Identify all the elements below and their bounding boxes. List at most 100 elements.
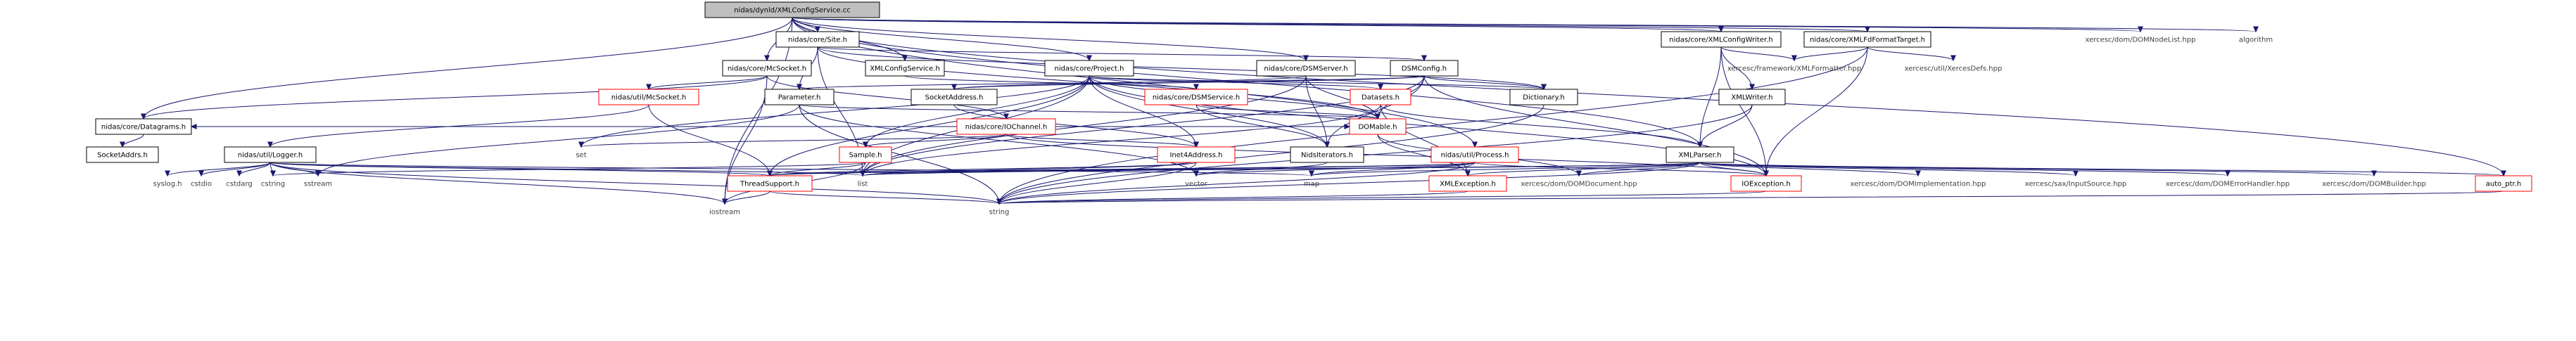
edge-logger-to-syslog — [165, 162, 271, 177]
node-xmlconfigservice[interactable]: XMLConfigService.h — [865, 60, 945, 77]
node-utilmcsocket[interactable]: nidas/util/McSocket.h — [598, 89, 699, 105]
node-label-root: nidas/dynld/XMLConfigService.cc — [734, 7, 851, 15]
node-sample[interactable]: Sample.h — [839, 146, 892, 163]
node-label-domable: DOMable.h — [1358, 124, 1397, 131]
node-label-vector: vector — [1185, 181, 1208, 188]
node-label-dombuilder: xercesc/dom/DOMBuilder.hpp — [2322, 181, 2426, 188]
node-label-ioexception: IOException.h — [1741, 181, 1791, 188]
node-socketaddrs[interactable]: SocketAddrs.h — [86, 146, 159, 163]
node-coredsmservice[interactable]: nidas/core/DSMService.h — [1144, 89, 1248, 105]
node-cstdarg: cstdarg — [226, 181, 252, 188]
node-label-xercesdefs: xercesc/util/XercesDefs.hpp — [1905, 65, 2003, 73]
node-datasets[interactable]: Datasets.h — [1350, 89, 1411, 105]
edge-root-to-algorithm — [792, 17, 2259, 33]
node-label-algorithm: algorithm — [2239, 37, 2273, 44]
graph-nodes: nidas/dynld/XMLConfigService.cc nidas/cor… — [86, 1, 2532, 217]
node-project[interactable]: nidas/core/Project.h — [1044, 60, 1134, 77]
edge-datagrams-to-socketaddrs — [120, 134, 144, 148]
node-parameter[interactable]: Parameter.h — [764, 89, 835, 105]
node-label-process: nidas/util/Process.h — [1441, 152, 1509, 160]
node-iochannel[interactable]: nidas/core/IOChannel.h — [956, 118, 1056, 135]
edge-logger-to-threadsupport — [269, 162, 773, 177]
node-label-xmlexception: XMLException.h — [1440, 181, 1496, 188]
node-label-iostream: iostream — [709, 209, 740, 217]
node-xmlparser[interactable]: XMLParser.h — [1665, 146, 1734, 163]
node-nidsiterators[interactable]: NidsIterators.h — [1290, 146, 1364, 163]
node-xmlconfigwriter[interactable]: nidas/core/XMLConfigWriter.h — [1661, 31, 1782, 48]
node-vector: vector — [1185, 181, 1208, 188]
node-cstdio: cstdio — [191, 181, 212, 188]
node-xercesdefs: xercesc/util/XercesDefs.hpp — [1905, 65, 2003, 73]
edge-xmlparser-to-domdocument — [1576, 162, 1701, 177]
node-label-threadsupport: ThreadSupport.h — [740, 181, 799, 188]
node-datagrams[interactable]: nidas/core/Datagrams.h — [95, 118, 192, 135]
node-xmlexception[interactable]: XMLException.h — [1428, 175, 1507, 192]
node-xmlwriter[interactable]: XMLWriter.h — [1718, 89, 1786, 105]
node-label-datagrams: nidas/core/Datagrams.h — [101, 124, 186, 131]
node-threadsupport[interactable]: ThreadSupport.h — [727, 175, 813, 192]
edge-project-to-datasets — [1089, 75, 1383, 91]
graph-edges — [120, 17, 2506, 205]
node-label-socketaddrs: SocketAddrs.h — [97, 152, 148, 160]
node-label-string: string — [989, 209, 1010, 217]
node-iostream: iostream — [709, 209, 740, 217]
edge-xmlparser-to-ioexception — [1699, 162, 1769, 177]
node-label-set: set — [576, 152, 586, 160]
node-label-project: nidas/core/Project.h — [1055, 65, 1124, 73]
node-inputsource: xercesc/sax/InputSource.hpp — [2025, 181, 2126, 188]
node-sstream: sstream — [304, 181, 332, 188]
node-label-socketaddress: SocketAddress.h — [925, 94, 984, 102]
edge-xmlconfigwriter-to-xmlformatter — [1720, 46, 1797, 62]
node-label-domerrorhandler: xercesc/dom/DOMErrorHandler.hpp — [2166, 181, 2290, 188]
node-label-sstream: sstream — [304, 181, 332, 188]
node-cstring: cstring — [261, 181, 285, 188]
node-list: list — [858, 181, 868, 188]
edge-ioexception-to-string — [996, 191, 1767, 205]
edge-iochannel-to-domable — [1055, 124, 1351, 129]
node-syslog: syslog.h — [153, 181, 182, 188]
edge-iochannel-to-sample — [863, 134, 1007, 148]
node-dsmconfig[interactable]: DSMConfig.h — [1390, 60, 1459, 77]
node-label-cstdarg: cstdarg — [226, 181, 252, 188]
node-domable[interactable]: DOMable.h — [1349, 118, 1407, 135]
node-autoptr[interactable]: auto_ptr.h — [2475, 175, 2532, 192]
node-logger[interactable]: nidas/util/Logger.h — [224, 146, 317, 163]
edge-xmlparser-to-autoptr — [1699, 162, 2506, 177]
node-domdocument: xercesc/dom/DOMDocument.hpp — [1521, 181, 1637, 188]
edge-dsmconfig-to-dictionary — [1423, 75, 1547, 91]
node-inet4address[interactable]: Inet4Address.h — [1157, 146, 1236, 163]
node-label-domimplementation: xercesc/dom/DOMImplementation.hpp — [1851, 181, 1986, 188]
node-xmlfdformattarget[interactable]: nidas/core/XMLFdFormatTarget.h — [1803, 31, 1931, 48]
edge-logger-to-cstdarg — [236, 162, 271, 177]
edge-autoptr-to-string — [996, 191, 2504, 205]
node-label-inet4address: Inet4Address.h — [1169, 152, 1222, 160]
node-label-site: nidas/core/Site.h — [788, 37, 847, 44]
edge-sample-to-cstring — [270, 162, 866, 177]
edge-xmlparser-to-domerrorhandler — [1699, 162, 2231, 177]
node-label-xmlfdformattarget: nidas/core/XMLFdFormatTarget.h — [1810, 37, 1925, 44]
edge-xmlwriter-to-xmlparser — [1697, 104, 1753, 148]
edge-xmlfdformattarget-to-xmlformatter — [1791, 46, 1868, 62]
node-socketaddress[interactable]: SocketAddress.h — [911, 89, 998, 105]
node-label-map: map — [1304, 181, 1319, 188]
node-dictionary[interactable]: Dictionary.h — [1509, 89, 1578, 105]
node-label-utilmcsocket: nidas/util/McSocket.h — [611, 94, 686, 102]
node-root[interactable]: nidas/dynld/XMLConfigService.cc — [704, 1, 880, 18]
node-label-cstring: cstring — [261, 181, 285, 188]
node-label-parameter: Parameter.h — [778, 94, 821, 102]
node-label-xmlwriter: XMLWriter.h — [1731, 94, 1772, 102]
node-process[interactable]: nidas/util/Process.h — [1430, 146, 1519, 163]
node-xmlformatter: xercesc/framework/XMLFormatter.hpp — [1727, 65, 1861, 73]
node-label-logger: nidas/util/Logger.h — [238, 152, 303, 160]
node-site[interactable]: nidas/core/Site.h — [775, 31, 860, 48]
node-label-autoptr: auto_ptr.h — [2486, 181, 2521, 188]
node-mcsocket[interactable]: nidas/core/McSocket.h — [722, 60, 812, 77]
edge-mcsocket-to-iochannel — [766, 75, 1009, 120]
node-label-domdocument: xercesc/dom/DOMDocument.hpp — [1521, 181, 1637, 188]
node-label-coredsmservice: nidas/core/DSMService.h — [1153, 94, 1240, 102]
node-ioexception[interactable]: IOException.h — [1730, 175, 1802, 192]
node-dsmserver[interactable]: nidas/core/DSMServer.h — [1256, 60, 1356, 77]
node-label-mcsocket: nidas/core/McSocket.h — [728, 65, 806, 73]
edge-xmlconfigwriter-to-xmlparser — [1697, 46, 1722, 148]
